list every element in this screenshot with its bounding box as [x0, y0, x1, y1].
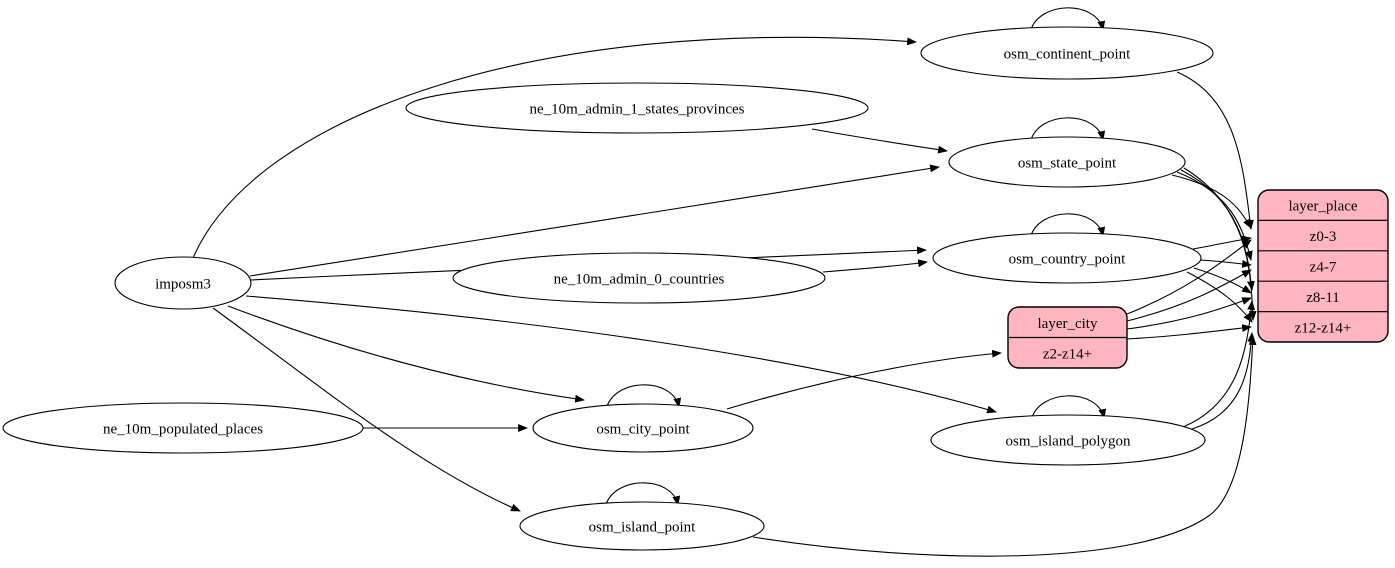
edge-osm_island_point-to-osm_island_point [604, 482, 681, 509]
edge-osm_country_point-to-layer_place-z12-z14+ [1186, 271, 1253, 323]
node-osm_state_point: osm_state_point [948, 136, 1186, 188]
table-ellipse [532, 403, 754, 453]
edge-ne_10m_admin_0_countries-to-osm_country_point [822, 259, 928, 273]
edge-osm_city_point-to-layer_city-z2-z14+ [726, 349, 1002, 410]
record-row-z2-z14+: z2-z14+ [1043, 346, 1092, 362]
edge-osm_continent_point-to-osm_continent_point [1029, 7, 1106, 34]
edge-layer [192, 7, 1257, 557]
node-label: osm_island_point [589, 520, 697, 536]
table-ellipse [932, 232, 1202, 284]
table-ellipse [405, 82, 869, 134]
table-ellipse [452, 252, 826, 304]
node-ne_10m_populated_places: ne_10m_populated_places [2, 402, 364, 454]
edge-imposm3-to-osm_city_point [227, 305, 585, 403]
node-osm_island_polygon: osm_island_polygon [930, 414, 1206, 466]
node-label: imposm3 [155, 277, 211, 293]
node-ne_10m_admin_0_countries: ne_10m_admin_0_countries [452, 252, 826, 304]
node-label: ne_10m_populated_places [103, 422, 263, 438]
node-imposm3: imposm3 [114, 256, 252, 310]
edge-osm_state_point-to-layer_place-z4-7 [1176, 171, 1253, 261]
edge-osm_island_polygon-to-osm_island_polygon [1030, 395, 1107, 422]
edge-osm_continent_point-to-layer_place-z0-3 [1176, 71, 1254, 230]
edge-osm_country_point-to-layer_place-z4-7 [1199, 259, 1252, 268]
node-ne_10m_admin_1_states_provinces: ne_10m_admin_1_states_provinces [405, 82, 869, 134]
node-osm_continent_point: osm_continent_point [920, 26, 1214, 80]
record-title: layer_place [1288, 199, 1357, 215]
table-ellipse [920, 26, 1214, 80]
edge-layer_city-to-layer_place-z8-11 [1126, 297, 1252, 330]
edge-imposm3-to-osm_continent_point [192, 36, 917, 259]
node-label: ne_10m_admin_0_countries [554, 272, 725, 288]
record-row-z4-7: z4-7 [1310, 260, 1337, 276]
record-row-z0-3: z0-3 [1310, 229, 1337, 245]
node-label: osm_city_point [596, 422, 690, 438]
table-ellipse [114, 256, 252, 310]
edge-ne_10m_admin_1_states_provinces-to-osm_state_point [811, 128, 948, 154]
edge-layer_city-to-layer_place-z12-z14+ [1126, 324, 1252, 340]
table-ellipse [519, 501, 765, 551]
edge-osm_island_point-to-layer_place-z12-z14+ [752, 335, 1257, 557]
node-label: osm_state_point [1018, 156, 1117, 172]
node-osm_city_point: osm_city_point [532, 403, 754, 453]
edge-imposm3-to-osm_island_point [212, 307, 521, 512]
edge-osm_city_point-to-osm_city_point [605, 384, 682, 411]
edge-osm_island_polygon-to-layer_place-z8-11 [1182, 300, 1256, 428]
table-ellipse [2, 402, 364, 454]
table-ellipse [948, 136, 1186, 188]
table-ellipse [930, 414, 1206, 466]
record-title: layer_city [1038, 316, 1098, 332]
node-layer_place: layer_place z0-3 z4-7 z8-11 z12-z14+ [1257, 189, 1389, 343]
node-label: osm_country_point [1009, 252, 1126, 268]
edge-osm_state_point-to-osm_state_point [1029, 117, 1106, 144]
edge-osm_country_point-to-osm_country_point [1029, 213, 1106, 240]
node-layer_city: layer_city z2-z14+ [1007, 306, 1128, 369]
edge-osm_state_point-to-layer_place-z0-3 [1171, 174, 1252, 229]
record-row-z8-11: z8-11 [1306, 290, 1340, 306]
edge-osm_island_polygon-to-layer_place-z12-z14+ [1191, 332, 1256, 430]
edge-osm_country_point-to-layer_place-z0-3 [1192, 235, 1252, 250]
edge-osm_state_point-to-layer_place-z12-z14+ [1183, 167, 1257, 321]
node-osm_island_point: osm_island_point [519, 501, 765, 551]
edge-imposm3-to-osm_island_polygon [245, 295, 997, 414]
node-label: ne_10m_admin_1_states_provinces [530, 102, 745, 118]
record-box [1257, 189, 1389, 343]
edge-layer_city-to-layer_place-z0-3 [1126, 239, 1252, 315]
node-layer: imposm3 ne_10m_admin_1_states_provincesne… [2, 26, 1389, 551]
edge-osm_country_point-to-layer_place-z8-11 [1193, 267, 1252, 294]
record-row-z12-z14+: z12-z14+ [1295, 320, 1352, 336]
edge-layer_city-to-layer_place-z4-7 [1126, 269, 1252, 322]
node-osm_country_point: osm_country_point [932, 232, 1202, 284]
node-label: osm_island_polygon [1005, 434, 1131, 450]
node-label: osm_continent_point [1004, 47, 1131, 63]
edge-imposm3-to-osm_state_point [249, 164, 940, 277]
